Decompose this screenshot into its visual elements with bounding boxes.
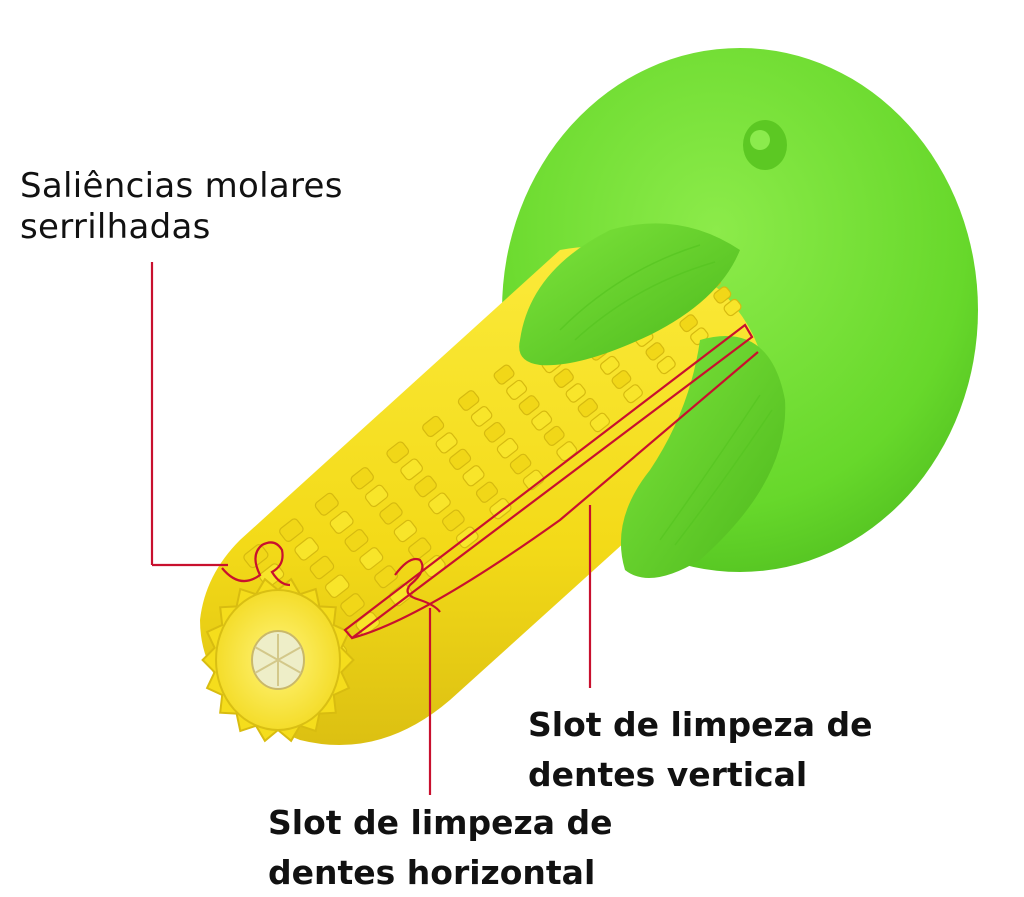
label-vertical-line2: dentes vertical	[528, 750, 873, 800]
label-molar-ridges: Saliências molares serrilhadas	[20, 166, 343, 249]
label-vertical-line1: Slot de limpeza de	[528, 700, 873, 750]
label-molar-line2: serrilhadas	[20, 207, 343, 248]
label-vertical-slot: Slot de limpeza de dentes vertical	[528, 700, 873, 799]
label-horizontal-line1: Slot de limpeza de	[268, 798, 613, 848]
label-horizontal-line2: dentes horizontal	[268, 848, 613, 897]
label-molar-line1: Saliências molares	[20, 166, 343, 207]
label-horizontal-slot: Slot de limpeza de dentes horizontal	[268, 798, 613, 897]
